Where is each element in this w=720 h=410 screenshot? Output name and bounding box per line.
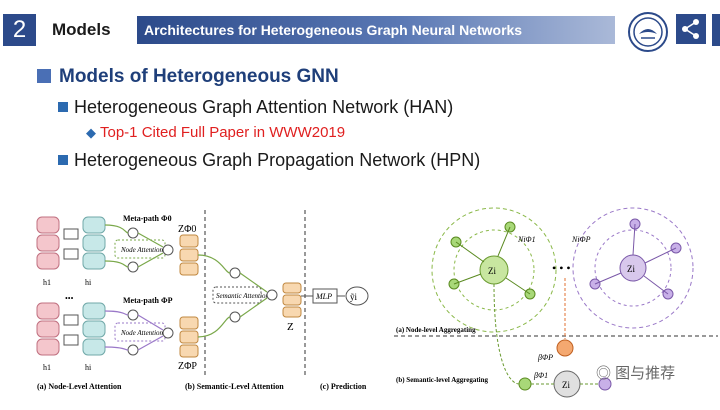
multiply-node xyxy=(127,261,139,273)
metapath0-label: Meta-path Φ0 xyxy=(123,214,172,223)
semantic-node xyxy=(556,339,574,357)
multiply-node xyxy=(127,227,139,239)
bullet-text: Top-1 Cited Full Paper in WWW2019 xyxy=(100,124,346,141)
input-nodes-top xyxy=(36,216,106,270)
title-banner: Architectures for Heterogeneous Graph Ne… xyxy=(137,16,615,44)
z-label: Z xyxy=(287,321,294,333)
dots-right: • • • xyxy=(552,261,571,275)
diamond-icon: ◆ xyxy=(86,125,96,140)
node-attention-label-bottom: Node Attention xyxy=(120,329,164,337)
watermark-text: 图与推荐 xyxy=(615,365,676,382)
h1-label-bottom: h1 xyxy=(43,363,51,372)
share-icon xyxy=(682,19,699,39)
slide-header: 2 Models Architectures for Heterogeneous… xyxy=(0,0,720,60)
label-b: (b) Semantic-level Aggregating xyxy=(396,376,489,384)
zP-label: ZΦP xyxy=(178,361,197,372)
node-attention-bottom xyxy=(114,322,166,342)
bullet-square-icon xyxy=(58,155,68,165)
hpn-architecture-figure: Zi NiΦ1 Zi NiΦP • • • (a) Node-level Agg… xyxy=(392,200,720,405)
section-title: Models xyxy=(52,20,111,39)
dots-left: ••• xyxy=(65,294,74,303)
bullet-level1: Models of Heterogeneous GNN xyxy=(37,66,339,88)
purple-neighborhood xyxy=(572,207,694,329)
bullet-square-icon xyxy=(58,102,68,112)
hi-label-bottom: hi xyxy=(85,363,92,372)
wechat-icon: ◎ xyxy=(596,365,616,382)
mlp-label: MLP xyxy=(315,292,332,301)
bullet-han: Heterogeneous Graph Attention Network (H… xyxy=(58,97,453,118)
bullet-text: Heterogeneous Graph Attention Network (H… xyxy=(74,97,454,117)
input-nodes-bottom xyxy=(36,302,106,356)
banner-title: Architectures for Heterogeneous Graph Ne… xyxy=(144,22,523,38)
bullet-square-icon xyxy=(37,69,51,83)
label-a: (a) Node-level Aggregating xyxy=(396,326,476,334)
caption-a: (a) Node-Level Attention xyxy=(37,382,122,391)
metapathP-label: Meta-path ΦP xyxy=(123,296,173,305)
semantic-attention-label: Semantic Attention xyxy=(216,292,269,300)
bullet-han-note: ◆ Top-1 Cited Full Paper in WWW2019 xyxy=(86,124,345,141)
node-attention-label-top: Node Attention xyxy=(120,246,164,254)
logo-emblem-icon xyxy=(633,17,663,47)
sum-node xyxy=(162,244,174,256)
semantic-attention-box xyxy=(212,286,262,304)
beta1-label: βΦ1 xyxy=(533,371,548,380)
watermark: ◎ 图与推荐 xyxy=(596,362,675,383)
university-logo xyxy=(628,12,668,52)
green-neighborhood xyxy=(431,207,557,333)
z0-label: ZΦ0 xyxy=(178,224,196,235)
zi-purple: Zi xyxy=(627,264,635,274)
hi-label: hi xyxy=(85,278,92,287)
n1-label: NiΦ1 xyxy=(517,235,536,244)
bullet-text: Heterogeneous Graph Propagation Network … xyxy=(74,150,481,170)
betap-label: βΦP xyxy=(537,353,553,362)
node-attention-top xyxy=(114,239,166,259)
np-label: NiΦP xyxy=(571,235,591,244)
zi-green: Zi xyxy=(488,266,496,276)
zi-final: Zi xyxy=(562,380,570,390)
share-button[interactable] xyxy=(676,14,706,44)
bullet-text: Models of Heterogeneous GNN xyxy=(59,66,339,87)
caption-c: (c) Prediction xyxy=(320,382,367,391)
han-architecture-figure: h1 hi Meta-path Φ0 Node Attention ZΦ0 ••… xyxy=(35,205,375,400)
edge-accent-bar xyxy=(712,14,720,46)
slide-number: 2 xyxy=(3,14,36,46)
caption-b: (b) Semantic-Level Attention xyxy=(185,382,284,391)
h1-label: h1 xyxy=(43,278,51,287)
bullet-hpn: Heterogeneous Graph Propagation Network … xyxy=(58,150,480,171)
output-label: ỹi xyxy=(350,292,358,302)
